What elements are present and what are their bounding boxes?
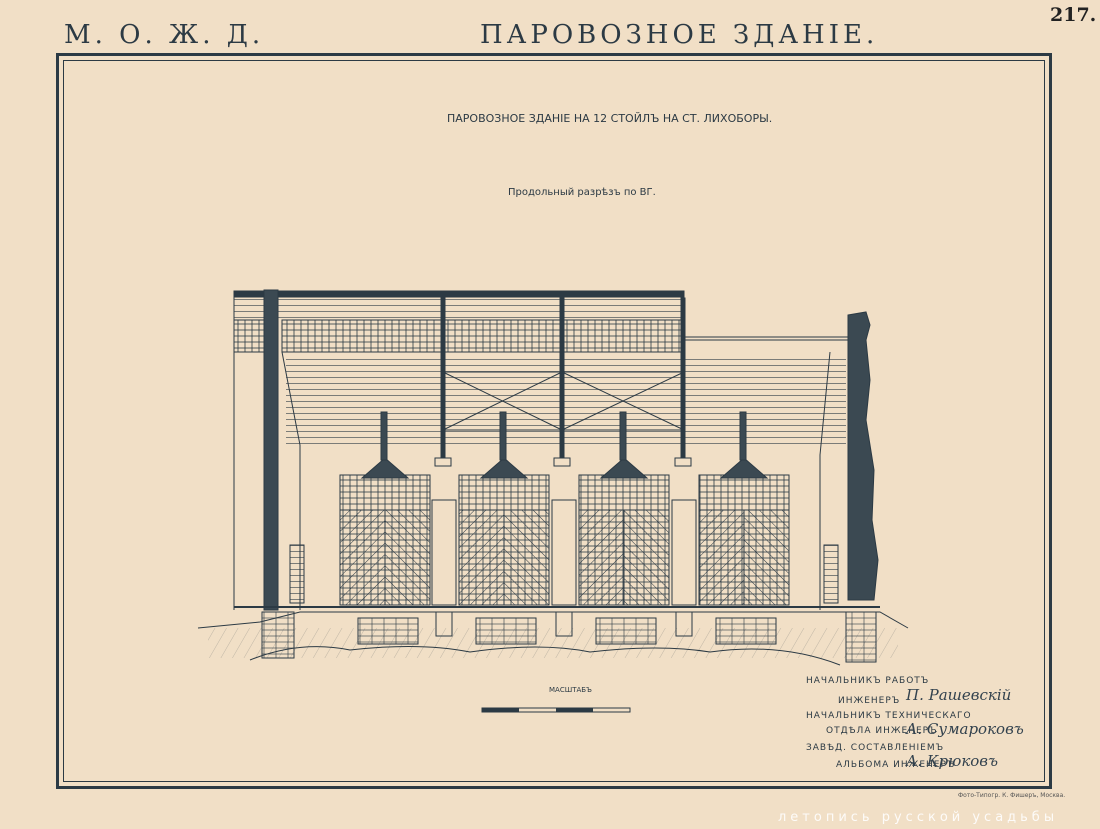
signature-line-1: НАЧАЛЬНИКЪ РАБОТЪ: [806, 676, 930, 686]
frame-inner: [63, 60, 1045, 782]
header-left-text: М. О. Ж. Д.: [64, 20, 265, 50]
signature-name-3: А. Крюковъ: [906, 752, 999, 770]
drawing-title: ПАРОВОЗНОЕ ЗДАНIЕ НА 12 СТОЙЛЪ НА СТ. ЛИ…: [447, 112, 773, 125]
door-bay-4: [698, 411, 790, 606]
signature-line-4: ОТДѢЛА ИНЖЕНЕРЪ: [826, 726, 938, 736]
printer-credit: Фото-Типогр. К. Фишеръ, Москва.: [958, 792, 1066, 799]
building-section: [197, 289, 909, 666]
signature-line-3: НАЧАЛЬНИКЪ ТЕХНИЧЕСКАГО: [806, 711, 972, 721]
signature-line-6: АЛЬБОМА ИНЖЕНЕРЪ: [836, 760, 956, 770]
door-bay-3: [578, 411, 670, 606]
frame-outer: [56, 53, 1052, 789]
signature-name-1: П. Рашевскiй: [906, 686, 1012, 704]
signature-name-2: А. Сумароковъ: [906, 720, 1024, 738]
signature-line-5: ЗАВѢД. СОСТАВЛЕНIЕМЪ: [806, 743, 945, 753]
scale-bar: [481, 707, 631, 713]
signature-line-2: ИНЖЕНЕРЪ: [838, 696, 901, 706]
door-bay-2: [458, 411, 550, 606]
scale-label: МАСШТАБЪ: [549, 686, 592, 694]
header-title: ПАРОВОЗНОЕ ЗДАНIЕ.: [480, 20, 879, 50]
drawing-subtitle: Продольный разрѣзъ по ВГ.: [508, 187, 656, 198]
watermark: летопись русской усадьбы: [778, 810, 1059, 825]
page-number: 217.: [1050, 4, 1097, 26]
door-bay-1: [339, 411, 431, 606]
